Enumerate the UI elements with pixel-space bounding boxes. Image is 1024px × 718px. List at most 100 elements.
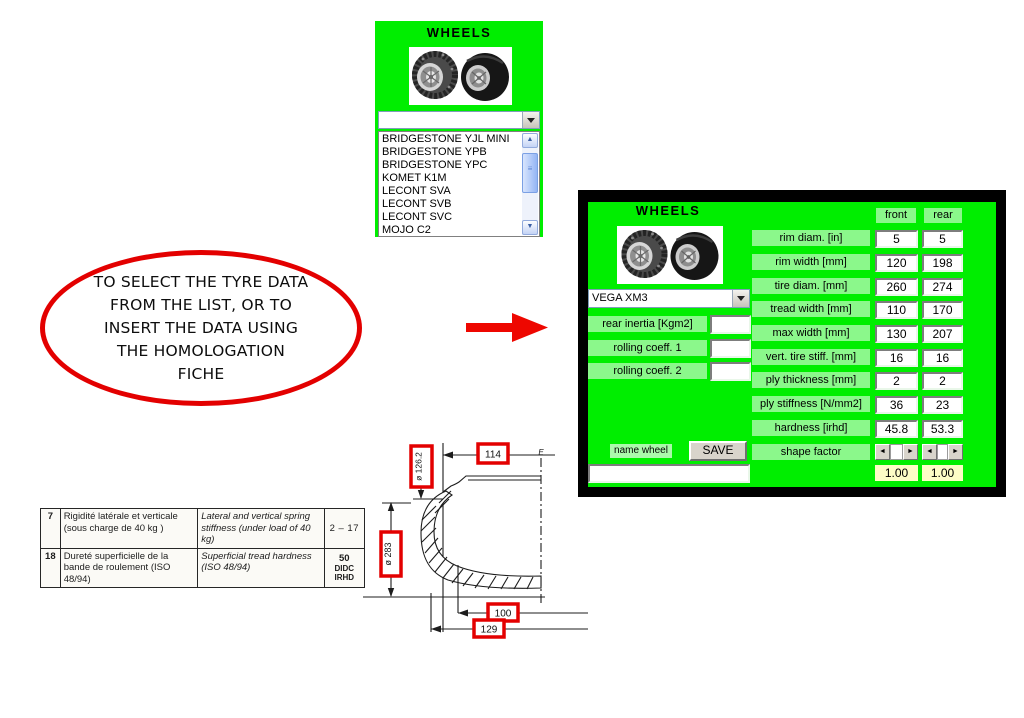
main-panel-title: WHEELS (635, 203, 701, 218)
table-row: 7 Rigidité latérale et verticale (sous c… (40, 508, 366, 549)
dim-283-label: ø 283 (383, 542, 393, 565)
spinner-right-icon[interactable]: ► (903, 444, 918, 460)
rear-value-input[interactable]: 53.3 (922, 420, 963, 438)
rear-value-input[interactable]: 23 (922, 396, 963, 414)
fiche-row-number: 18 (40, 547, 61, 588)
list-item[interactable]: LECONT SVB (382, 198, 452, 210)
fiche-en-text: Lateral and vertical spring stiffness (u… (197, 508, 325, 549)
column-header-rear: rear (924, 208, 962, 223)
tyre-brand-combobox[interactable] (378, 111, 540, 129)
dropdown-button[interactable] (522, 112, 539, 128)
centerline-mark: E (538, 448, 544, 457)
tires-image (621, 230, 719, 280)
dropdown-button[interactable] (732, 290, 749, 307)
column-header-front: front (876, 208, 916, 223)
fiche-value-line: IRHD (334, 572, 355, 582)
list-item[interactable]: MOJO C2 (382, 224, 431, 236)
main-wheels-panel: WHEELS (578, 190, 1006, 497)
front-value-input[interactable]: 260 (875, 278, 918, 296)
fiche-value: 2 – 17 (323, 508, 366, 549)
shape-factor-rear-value: 1.00 (922, 465, 963, 481)
scrollbar-thumb[interactable]: ≡ (522, 153, 538, 193)
shape-factor-front-spinner[interactable]: ◄ ► (875, 444, 918, 460)
spinner-track[interactable] (937, 444, 948, 460)
dropdown-arrow-icon (737, 296, 745, 301)
field-label-rolling-coeff-1: rolling coeff. 1 (588, 340, 707, 356)
fiche-row-number: 7 (40, 508, 61, 549)
front-value-input[interactable]: 45.8 (875, 420, 918, 438)
dim-100-label: 100 (495, 609, 512, 620)
fiche-en-text: Superficial tread hardness (ISO 48/94) (197, 547, 325, 588)
tire-photos (409, 47, 512, 105)
wheel-name-input[interactable] (588, 464, 750, 483)
list-item[interactable]: BRIDGESTONE YJL MINI (382, 133, 510, 145)
row-label: vert. tire stiff. [mm] (752, 349, 870, 365)
rear-value-input[interactable]: 2 (922, 372, 963, 390)
wheel-model-combobox[interactable]: VEGA XM3 (588, 289, 750, 308)
list-item[interactable]: BRIDGESTONE YPC (382, 159, 488, 171)
dim-126-label: ø 126.2 (414, 452, 424, 481)
list-scrollbar[interactable]: ▲ ≡ ▼ (522, 133, 538, 235)
save-button[interactable]: SAVE (689, 441, 747, 461)
front-value-input[interactable]: 5 (875, 230, 918, 248)
shape-factor-front-value: 1.00 (875, 465, 918, 481)
row-label: tread width [mm] (752, 301, 870, 317)
callout-text-line: FROM THE LIST, OR TO (110, 295, 292, 314)
tires-image (412, 51, 509, 101)
spinner-right-icon[interactable]: ► (948, 444, 963, 460)
list-item[interactable]: BRIDGESTONE YPB (382, 146, 487, 158)
list-item[interactable]: LECONT SVC (382, 211, 453, 223)
front-value-input[interactable]: 2 (875, 372, 918, 390)
callout-text-line: TO SELECT THE TYRE DATA (93, 272, 309, 291)
field-label-rolling-coeff-2: rolling coeff. 2 (588, 363, 707, 379)
rear-value-input[interactable]: 5 (922, 230, 963, 248)
top-panel-title: WHEELS (426, 25, 492, 40)
callout-text-line: THE HOMOLOGATION (116, 341, 285, 360)
rear-value-input[interactable]: 274 (922, 278, 963, 296)
row-label: max width [mm] (752, 325, 870, 341)
field-label-rear-inertia: rear inertia [Kgm2] (588, 316, 707, 332)
fiche-fr-text: Rigidité latérale et verticale (sous cha… (59, 508, 199, 549)
tyre-section-drawing: ø 126.2 114 ø 283 100 129 E (363, 442, 588, 639)
list-item[interactable]: KOMET K1M (382, 172, 447, 184)
spinner-left-icon[interactable]: ◄ (875, 444, 890, 460)
main-panel-surface: WHEELS (588, 202, 996, 487)
shape-factor-rear-spinner[interactable]: ◄ ► (922, 444, 963, 460)
front-value-input[interactable]: 130 (875, 325, 918, 343)
scrollbar-down-icon[interactable]: ▼ (522, 220, 538, 235)
dim-114-label: 114 (485, 450, 501, 461)
list-item[interactable]: LECONT SVA (382, 185, 451, 197)
top-wheels-panel: WHEELS (375, 21, 543, 237)
callout-text-line: FICHE (177, 364, 225, 383)
rear-value-input[interactable]: 198 (922, 254, 963, 272)
rolling-coeff-2-input[interactable] (710, 362, 751, 381)
table-row: 18 Dureté superficielle de la bande de r… (40, 547, 366, 588)
row-label: tire diam. [mm] (752, 278, 870, 294)
name-wheel-label: name wheel (610, 444, 672, 458)
row-label: rim width [mm] (752, 254, 870, 270)
scrollbar-up-icon[interactable]: ▲ (522, 133, 538, 148)
front-value-input[interactable]: 16 (875, 349, 918, 367)
row-label-shape-factor: shape factor (752, 444, 870, 460)
rear-value-input[interactable]: 170 (922, 301, 963, 319)
row-label: ply thickness [mm] (752, 372, 870, 388)
rolling-coeff-1-input[interactable] (710, 339, 751, 358)
front-value-input[interactable]: 36 (875, 396, 918, 414)
rear-value-input[interactable]: 16 (922, 349, 963, 367)
homologation-fiche-table: 7 Rigidité latérale et verticale (sous c… (40, 508, 366, 588)
row-label: ply stiffness [N/mm2] (752, 396, 870, 412)
fiche-value-line: DIDC (334, 563, 355, 573)
spinner-track[interactable] (890, 444, 903, 460)
callout-ellipse: TO SELECT THE TYRE DATA FROM THE LIST, O… (40, 250, 362, 406)
tyre-list: BRIDGESTONE YJL MINI BRIDGESTONE YPB BRI… (378, 131, 540, 237)
front-value-input[interactable]: 120 (875, 254, 918, 272)
rear-value-input[interactable]: 207 (922, 325, 963, 343)
dim-129-label: 129 (481, 625, 498, 636)
spinner-left-icon[interactable]: ◄ (922, 444, 937, 460)
row-label: rim diam. [in] (752, 230, 870, 246)
fiche-value-line: 50 (338, 552, 350, 564)
rear-inertia-input[interactable] (710, 315, 751, 334)
front-value-input[interactable]: 110 (875, 301, 918, 319)
callout-text-line: INSERT THE DATA USING (103, 318, 299, 337)
